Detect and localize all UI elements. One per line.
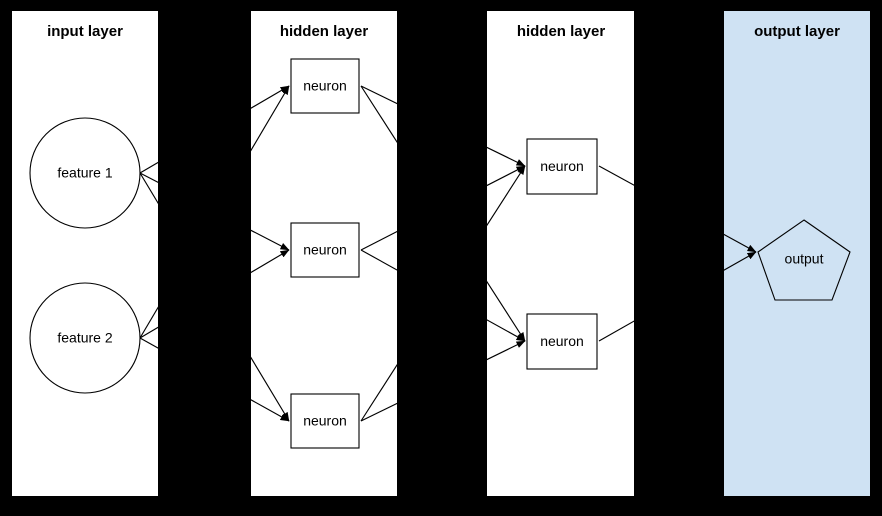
- feature-2-label: feature 2: [57, 330, 112, 346]
- node-output-node[interactable]: output: [757, 219, 851, 301]
- feature-2-circle: [29, 282, 141, 394]
- node-hidden1-neuron-2[interactable]: neuron: [290, 222, 360, 278]
- hidden2-neuron-2-label: neuron: [540, 333, 584, 349]
- node-feature-2[interactable]: feature 2: [29, 282, 141, 394]
- hidden2-neuron-2-box: [526, 313, 598, 370]
- hidden1-neuron-3-label: neuron: [303, 413, 347, 429]
- hidden1-neuron-2-label: neuron: [303, 242, 347, 258]
- hidden2-neuron-1-box: [526, 138, 598, 195]
- node-hidden2-neuron-2[interactable]: neuron: [526, 313, 598, 370]
- feature-1-circle: [29, 117, 141, 229]
- gap-2-3: [397, 0, 487, 516]
- gap-bottom: [0, 496, 882, 516]
- title-hidden-layer-1: hidden layer: [280, 23, 369, 40]
- node-hidden1-neuron-3[interactable]: neuron: [290, 393, 360, 449]
- layer-titles: input layer hidden layer hidden layer outpu…: [47, 23, 840, 40]
- layer-nodes: feature 1 feature 2 neuron neuron neuron neur…: [29, 58, 851, 449]
- output-node-pentagon: [757, 219, 851, 301]
- gap-3-4: [634, 0, 724, 516]
- hidden1-neuron-1-label: neuron: [303, 78, 347, 94]
- hidden2-neuron-1-label: neuron: [540, 158, 584, 174]
- title-input-layer: input layer: [47, 23, 123, 40]
- output-node-label: output: [785, 251, 824, 267]
- node-hidden2-neuron-1[interactable]: neuron: [526, 138, 598, 195]
- gap-left: [0, 0, 12, 516]
- node-feature-1[interactable]: feature 1: [29, 117, 141, 229]
- title-output-layer: output layer: [754, 23, 840, 40]
- gap-1-2: [158, 0, 251, 516]
- feature-1-label: feature 1: [57, 165, 112, 181]
- title-hidden-layer-2: hidden layer: [517, 23, 606, 40]
- gap-top: [0, 0, 882, 11]
- hidden1-neuron-3-box: [290, 393, 360, 449]
- panel-input-layer: [12, 11, 158, 496]
- hidden1-neuron-2-box: [290, 222, 360, 278]
- panel-hidden-layer-2: [487, 11, 634, 496]
- hidden1-neuron-1-box: [290, 58, 360, 114]
- gap-right: [870, 0, 882, 516]
- node-hidden1-neuron-1[interactable]: neuron: [290, 58, 360, 114]
